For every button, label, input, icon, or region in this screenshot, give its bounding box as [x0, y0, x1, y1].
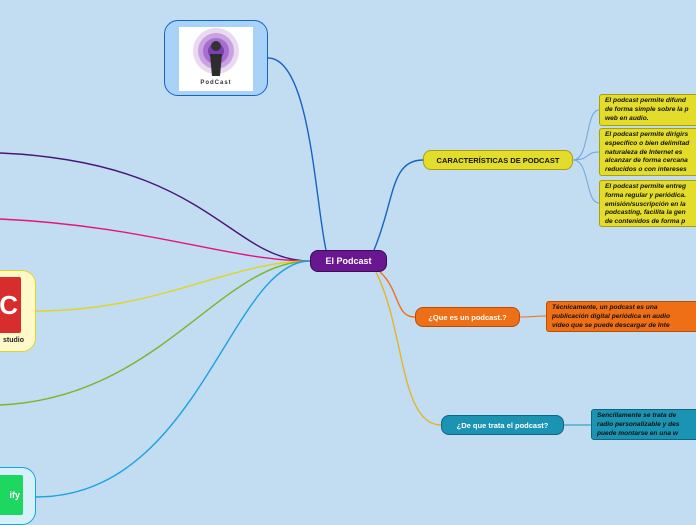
central-topic[interactable]: El Podcast [310, 250, 387, 272]
link-leaf-3 [572, 159, 600, 204]
leaf-caracteristica-2[interactable]: El podcast permite dirigirs específico o… [599, 128, 696, 176]
link-leaf-2 [572, 151, 600, 161]
leaf-de-que-trata[interactable]: Sencillamente se trata de radio personal… [591, 409, 696, 440]
podcast-icon [193, 28, 239, 76]
branch-que-es[interactable]: ¿Que es un podcast.? [415, 307, 520, 327]
link-caracteristicas [373, 159, 424, 251]
link-purple [0, 152, 311, 262]
app-c-node[interactable]: C studio [0, 270, 36, 352]
c-app-label: studio [3, 337, 24, 344]
link-leaf-1 [572, 109, 600, 161]
branch-caracteristicas[interactable]: CARACTERÍSTICAS DE PODCAST [423, 150, 573, 170]
link-que-es [379, 271, 416, 318]
spotify-logo: ify [0, 475, 23, 515]
podcast-logo: PodCast [179, 27, 253, 91]
spotify-label: ify [9, 490, 20, 500]
branch-de-que-trata[interactable]: ¿De que trata el podcast? [441, 415, 564, 435]
link-green [0, 260, 311, 406]
leaf-caracteristica-3[interactable]: El podcast permite entreg forma regular … [599, 180, 696, 227]
leaf-que-es[interactable]: Técnicamente, un podcast es una publicac… [546, 301, 696, 332]
podcast-image-node[interactable]: PodCast [164, 20, 268, 96]
link-de-que-trata [375, 271, 442, 426]
leaf-caracteristica-1[interactable]: El podcast permite difund de forma simpl… [599, 94, 696, 126]
spotify-node[interactable]: ify [0, 467, 36, 525]
link-podcast-image [267, 57, 327, 251]
c-app-icon: C [0, 277, 21, 333]
link-leaf-que-es [519, 315, 547, 318]
link-cyan [35, 260, 311, 498]
podcast-caption: PodCast [200, 80, 232, 86]
link-pink [0, 218, 311, 262]
link-yellow [35, 260, 311, 312]
